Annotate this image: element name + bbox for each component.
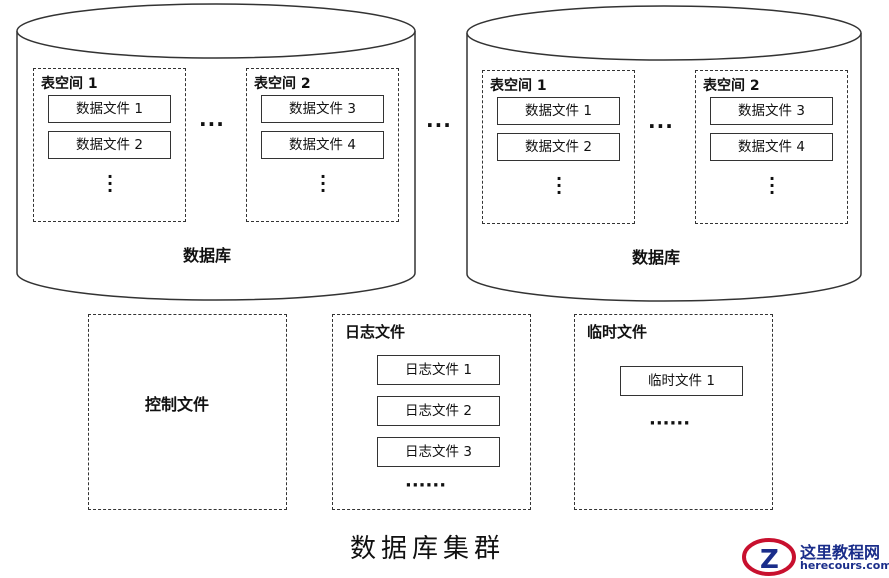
- vertical-ellipsis: ···: [319, 167, 327, 200]
- database-label: 数据库: [183, 246, 232, 265]
- tablespace-label: 表空间 1: [490, 78, 547, 94]
- tablespace-ellipsis: ···: [199, 112, 225, 136]
- temp-files-box: 临时文件 临时文件 1 ······: [574, 314, 773, 510]
- data-file-box: 数据文件 4: [261, 131, 384, 159]
- tablespace-box: 表空间 1 数据文件 1 数据文件 2 ···: [33, 68, 186, 222]
- tablespace-box: 表空间 2 数据文件 3 数据文件 4 ···: [246, 68, 399, 222]
- data-file-box: 数据文件 4: [710, 133, 833, 161]
- watermark-title: 这里教程网: [800, 543, 881, 562]
- data-file-box: 数据文件 3: [261, 95, 384, 123]
- tablespace-label: 表空间 2: [703, 78, 760, 94]
- control-file-box: 控制文件: [88, 314, 287, 510]
- data-file-box: 数据文件 3: [710, 97, 833, 125]
- tablespace-label: 表空间 1: [41, 76, 98, 92]
- database-label: 数据库: [632, 248, 681, 267]
- data-file-box: 数据文件 1: [497, 97, 620, 125]
- svg-text:Z: Z: [760, 545, 779, 575]
- log-file-box: 日志文件 2: [377, 396, 500, 426]
- temp-files-ellipsis: ······: [649, 413, 691, 434]
- tablespace-label: 表空间 2: [254, 76, 311, 92]
- temp-files-title: 临时文件: [587, 323, 648, 341]
- log-files-box: 日志文件 日志文件 1 日志文件 2 日志文件 3 ······: [332, 314, 531, 510]
- watermark-url: herecours.com: [800, 559, 889, 572]
- vertical-ellipsis: ···: [106, 167, 114, 200]
- log-file-box: 日志文件 3: [377, 437, 500, 467]
- log-file-box: 日志文件 1: [377, 355, 500, 385]
- tablespace-box: 表空间 1 数据文件 1 数据文件 2 ···: [482, 70, 635, 224]
- data-file-box: 数据文件 2: [497, 133, 620, 161]
- tablespace-box: 表空间 2 数据文件 3 数据文件 4 ···: [695, 70, 848, 224]
- data-file-box: 数据文件 1: [48, 95, 171, 123]
- tablespace-ellipsis: ···: [648, 114, 674, 138]
- database-ellipsis: ···: [426, 113, 452, 137]
- vertical-ellipsis: ···: [768, 169, 776, 202]
- log-files-title: 日志文件: [345, 323, 406, 341]
- control-file-label: 控制文件: [145, 395, 210, 414]
- vertical-ellipsis: ···: [555, 169, 563, 202]
- temp-file-box: 临时文件 1: [620, 366, 743, 396]
- log-files-ellipsis: ······: [405, 475, 447, 496]
- data-file-box: 数据文件 2: [48, 131, 171, 159]
- diagram-caption: 数据库集群: [350, 534, 506, 564]
- site-logo-icon: Z: [742, 538, 796, 576]
